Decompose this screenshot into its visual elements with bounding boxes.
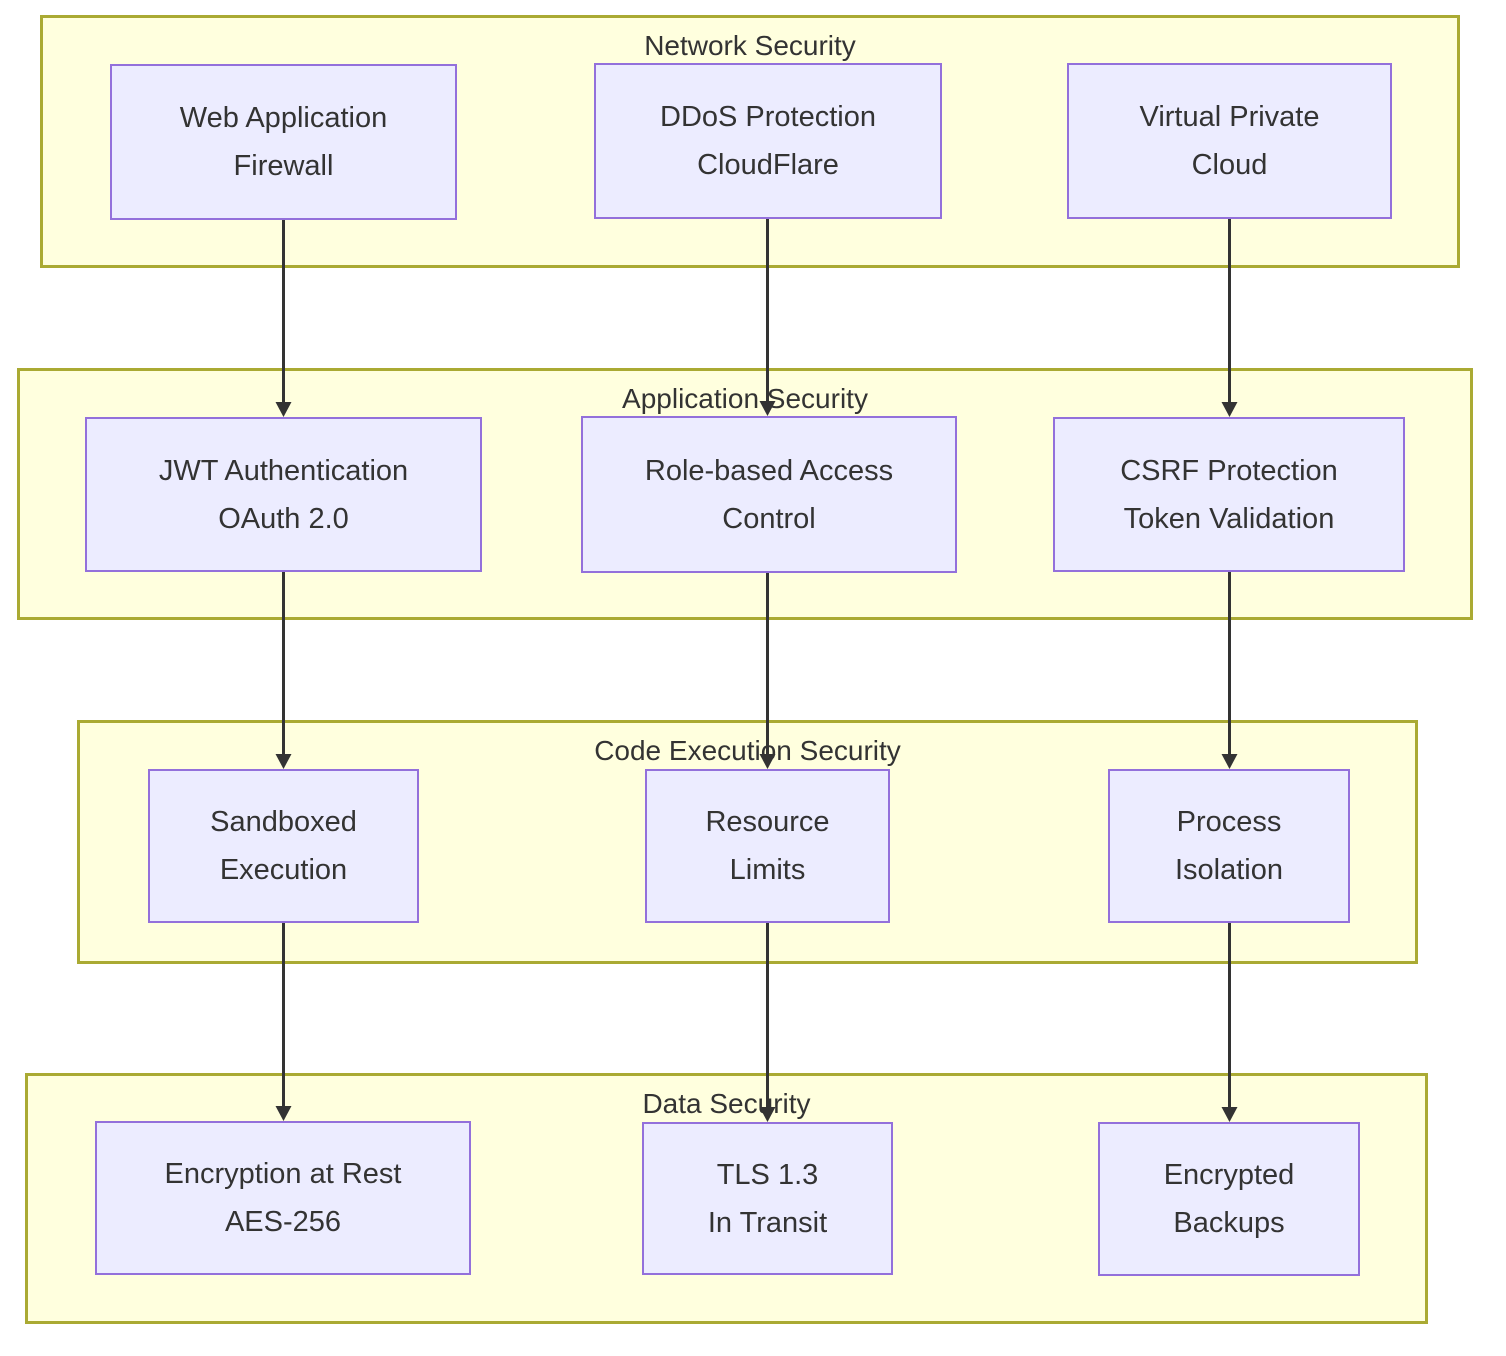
node-label-line: Control [722, 502, 816, 535]
node-csrf-protection-token-validation: CSRF Protection Token Validation [1053, 417, 1405, 572]
node-ddos-protection-cloudflare: DDoS Protection CloudFlare [594, 63, 942, 219]
node-encryption-at-rest-aes256: Encryption at Rest AES-256 [95, 1121, 471, 1275]
cluster-title-code-execution-security: Code Execution Security [594, 735, 901, 766]
cluster-title-data-security: Data Security [642, 1088, 811, 1119]
arrow-resource-limits-to-tls [759, 923, 776, 1122]
arrow-csrf-protection-to-process-isolation [1221, 572, 1238, 769]
node-label-line: Process [1176, 806, 1282, 838]
node-label-line: Isolation [1174, 854, 1283, 886]
node-label-line: In Transit [707, 1206, 828, 1239]
node-virtual-private-cloud: Virtual Private Cloud [1067, 63, 1392, 219]
arrow-role-based-access-to-resource-limits [759, 573, 776, 769]
node-process-isolation: Process Isolation [1108, 769, 1350, 923]
node-role-based-access-control: Role-based Access Control [581, 416, 957, 573]
node-label-line: Token Validation [1123, 502, 1335, 535]
node-encrypted-backups: Encrypted Backups [1098, 1122, 1360, 1276]
node-label-line: CloudFlare [697, 149, 839, 181]
arrow-jwt-authentication-to-sandboxed-execution [275, 572, 292, 769]
arrow-sandboxed-execution-to-encryption-at-rest [275, 923, 292, 1121]
cluster-title-network-security: Network Security [644, 30, 856, 61]
node-jwt-authentication-oauth: JWT Authentication OAuth 2.0 [85, 417, 482, 572]
node-label-line: DDoS Protection [660, 101, 876, 133]
node-tls-in-transit: TLS 1.3 In Transit [642, 1122, 893, 1275]
cluster-title-application-security: Application Security [622, 383, 868, 414]
node-label-line: Firewall [233, 150, 334, 182]
arrow-vpc-to-csrf-protection [1221, 219, 1238, 417]
arrow-waf-to-jwt-authentication [275, 219, 292, 417]
node-resource-limits: Resource Limits [645, 769, 890, 923]
node-label-line: Execution [219, 854, 348, 886]
node-label-line: Cloud [1191, 149, 1268, 181]
node-label-line: TLS 1.3 [716, 1158, 819, 1191]
node-web-application-firewall: Web Application Firewall [110, 64, 457, 220]
node-label-line: Virtual Private [1139, 101, 1320, 133]
arrow-ddos-to-role-based-access [759, 219, 776, 416]
node-label-line: Encrypted [1163, 1159, 1295, 1191]
node-label-line: Role-based Access [644, 454, 894, 487]
node-label-line: Sandboxed [210, 806, 357, 838]
node-label-line: JWT Authentication [158, 454, 409, 487]
node-label-line: AES-256 [224, 1206, 342, 1238]
node-sandboxed-execution: Sandboxed Execution [148, 769, 419, 923]
node-label-line: Resource [705, 806, 830, 838]
node-label-line: Encryption at Rest [164, 1158, 402, 1190]
node-label-line: CSRF Protection [1120, 454, 1338, 487]
node-label-line: OAuth 2.0 [218, 502, 349, 535]
node-label-line: Web Application [179, 102, 388, 134]
node-label-line: Limits [729, 854, 806, 886]
node-label-line: Backups [1173, 1207, 1285, 1239]
arrow-process-isolation-to-encrypted-backups [1221, 923, 1238, 1122]
